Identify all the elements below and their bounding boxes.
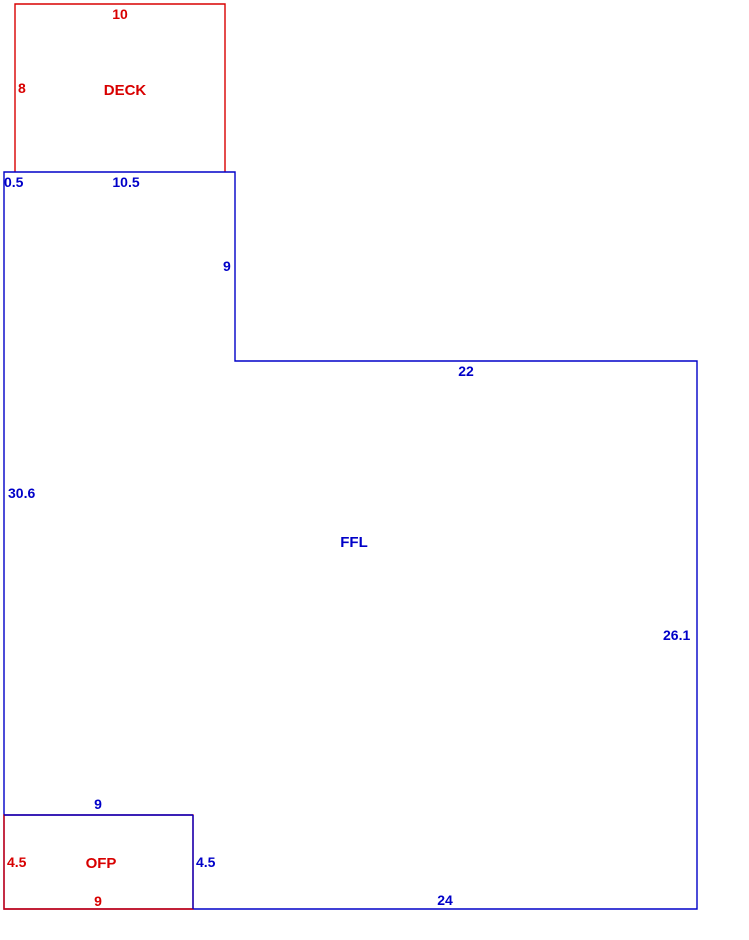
ffl-step-vertical-dimension: 9: [223, 258, 231, 274]
ofp-right-dimension: 4.5: [196, 854, 216, 870]
deck-area-label: DECK: [104, 82, 147, 99]
ffl-top-dimension: 10.5: [112, 174, 139, 190]
ffl-step-horizontal-dimension: 22: [458, 363, 474, 379]
ffl-offset-dimension: 0.5: [4, 174, 24, 190]
ffl-left-dimension: 30.6: [8, 485, 35, 501]
deck-outline: [14, 3, 226, 172]
ffl-area-label: FFL: [340, 534, 368, 551]
ofp-top-dimension: 9: [94, 796, 102, 812]
ofp-area-label: OFP: [86, 855, 117, 872]
ofp-bottom-dimension: 9: [94, 893, 102, 909]
ffl-right-dimension: 26.1: [663, 627, 690, 643]
deck-top-dimension: 10: [112, 6, 128, 22]
ofp-left-dimension: 4.5: [7, 854, 27, 870]
deck-left-dimension: 8: [18, 80, 26, 96]
ffl-bottom-dimension: 24: [437, 892, 453, 908]
